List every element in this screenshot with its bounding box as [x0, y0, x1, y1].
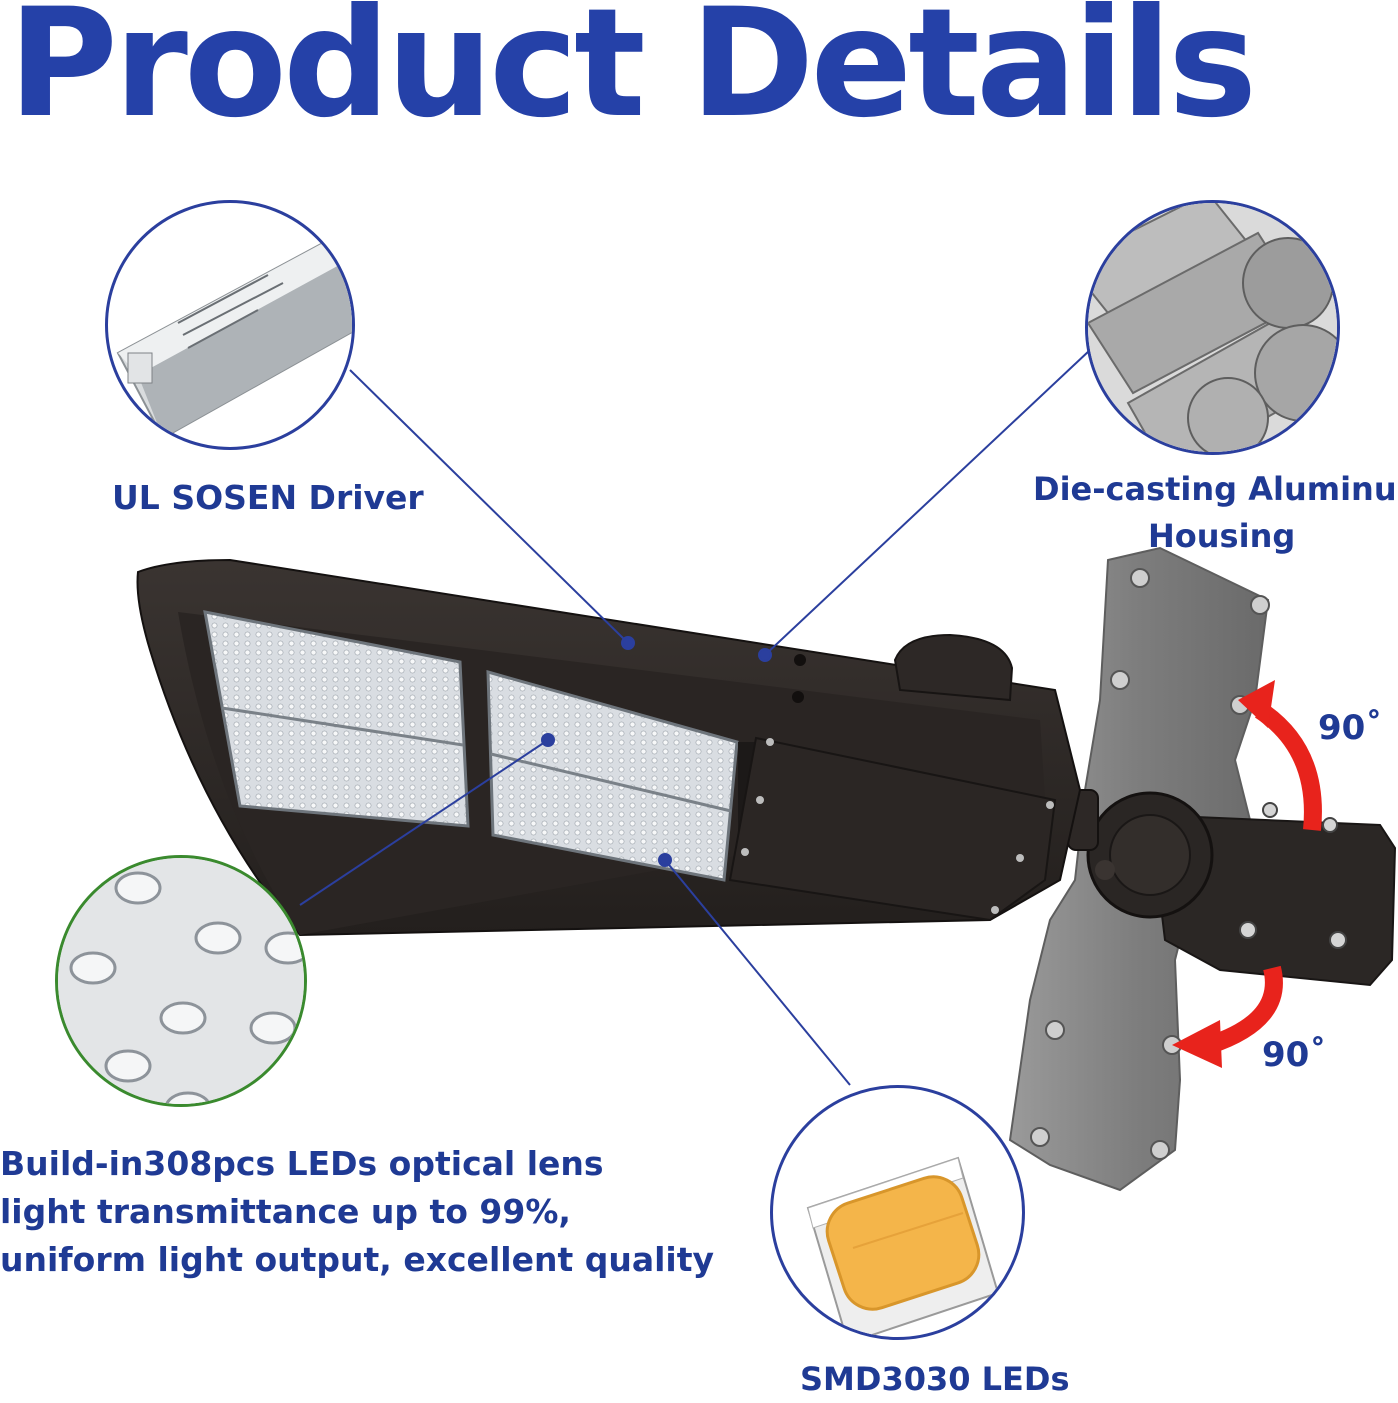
luminaire-body: [136, 558, 1082, 937]
driver-illustration: [116, 241, 352, 440]
led-label: SMD3030 LEDs: [800, 1360, 1070, 1398]
rotation-angle-upper: 90˚: [1318, 708, 1383, 748]
mounting-bracket: [1008, 546, 1397, 1192]
lens-description: Build-in308pcs LEDs optical lens light t…: [0, 1140, 714, 1284]
lens-description-line1: Build-in308pcs LEDs optical lens: [0, 1144, 604, 1183]
aluminum-bars-illustration: [1088, 203, 1337, 452]
lens-description-line2: light transmittance up to 99%,: [0, 1192, 571, 1231]
optical-lens-illustration: [58, 858, 304, 1104]
rotation-angle-lower: 90˚: [1262, 1035, 1327, 1075]
lens-description-line3: uniform light output, excellent quality: [0, 1240, 714, 1279]
smd-led-chip-illustration: [806, 1156, 1000, 1337]
housing-label-line1: Die-casting Aluminum: [1033, 470, 1398, 508]
leader-lines: [299, 349, 1091, 1086]
led-callout-image: [770, 1085, 1025, 1340]
driver-callout-image: [105, 200, 355, 450]
rotation-arrows: [1172, 680, 1322, 1068]
page-title: Product Details: [8, 0, 1257, 151]
housing-label-line2: Housing: [1148, 517, 1296, 555]
lens-callout-image: [55, 855, 307, 1107]
driver-label: UL SOSEN Driver: [112, 478, 424, 517]
housing-callout-image: [1085, 200, 1340, 455]
